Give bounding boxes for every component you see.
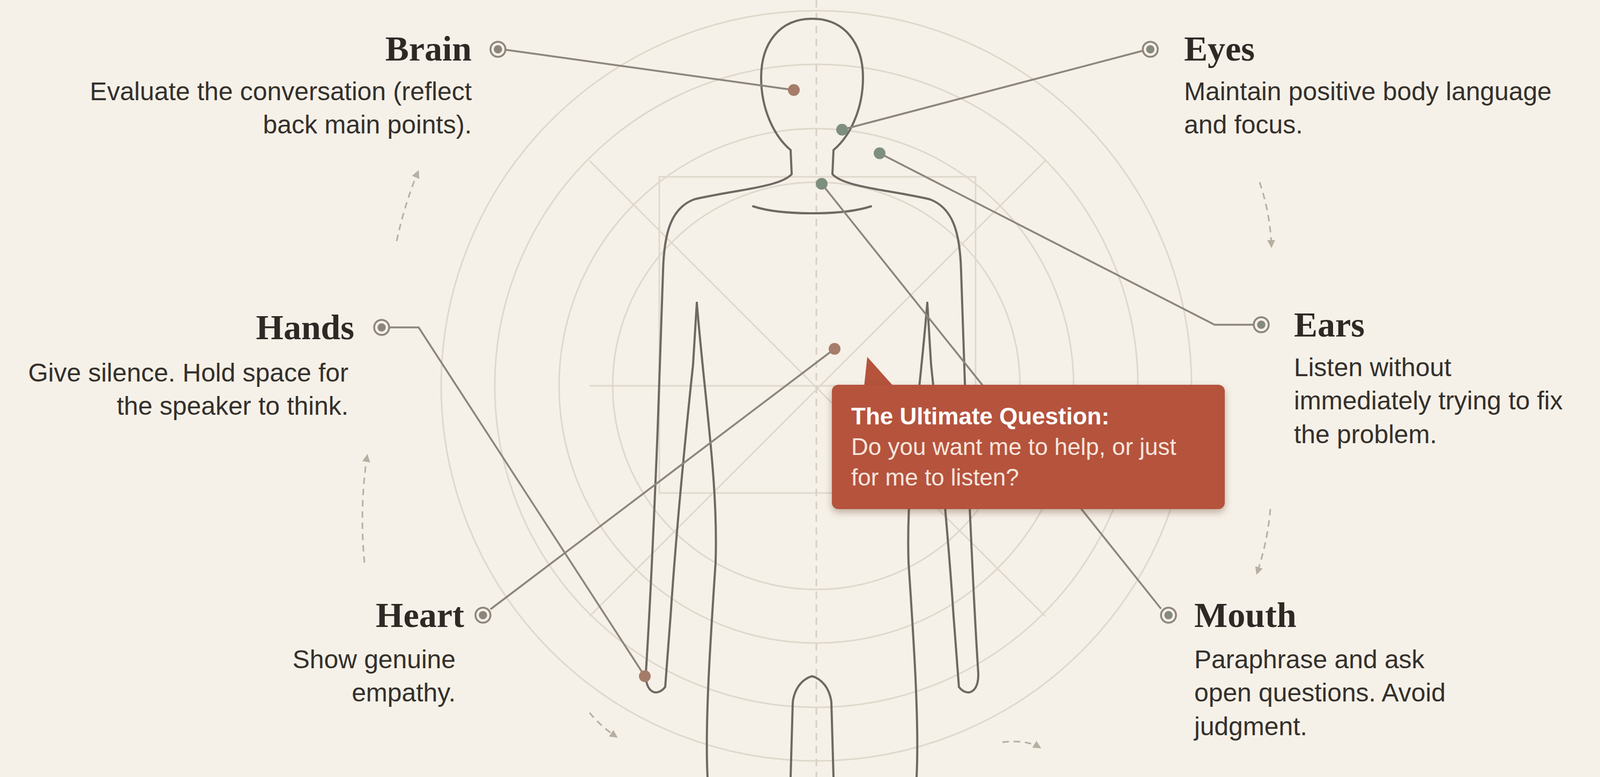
callout-title: The Ultimate Question: (851, 400, 1206, 432)
callout-box: The Ultimate Question:Do you want me to … (831, 384, 1225, 510)
part-name: Ears (1293, 305, 1584, 345)
part-name: Eyes (1184, 29, 1453, 69)
part-description: Listen without immediately trying to fix… (1293, 351, 1589, 452)
cycle-arrows (362, 171, 1272, 748)
part-description: Show genuine empathy. (251, 643, 456, 711)
part-name: Heart (196, 596, 465, 636)
callout-text: Do you want me to help, or just for me t… (851, 431, 1206, 493)
body-dots (638, 84, 886, 683)
center-line (815, 0, 818, 777)
part-description: Evaluate the conversation (reflect back … (64, 75, 472, 143)
part-description: Paraphrase and ask open questions. Avoid… (1194, 643, 1484, 744)
part-name: Hands (86, 308, 355, 348)
leader-lines (389, 49, 1254, 677)
part-description: Give silence. Hold space for the speaker… (5, 356, 349, 424)
callout-tail (864, 356, 895, 388)
part-description: Maintain positive body language and focu… (1184, 75, 1581, 143)
label-markers (374, 41, 1269, 623)
part-name: Brain (203, 29, 472, 69)
part-name: Mouth (1194, 596, 1463, 636)
